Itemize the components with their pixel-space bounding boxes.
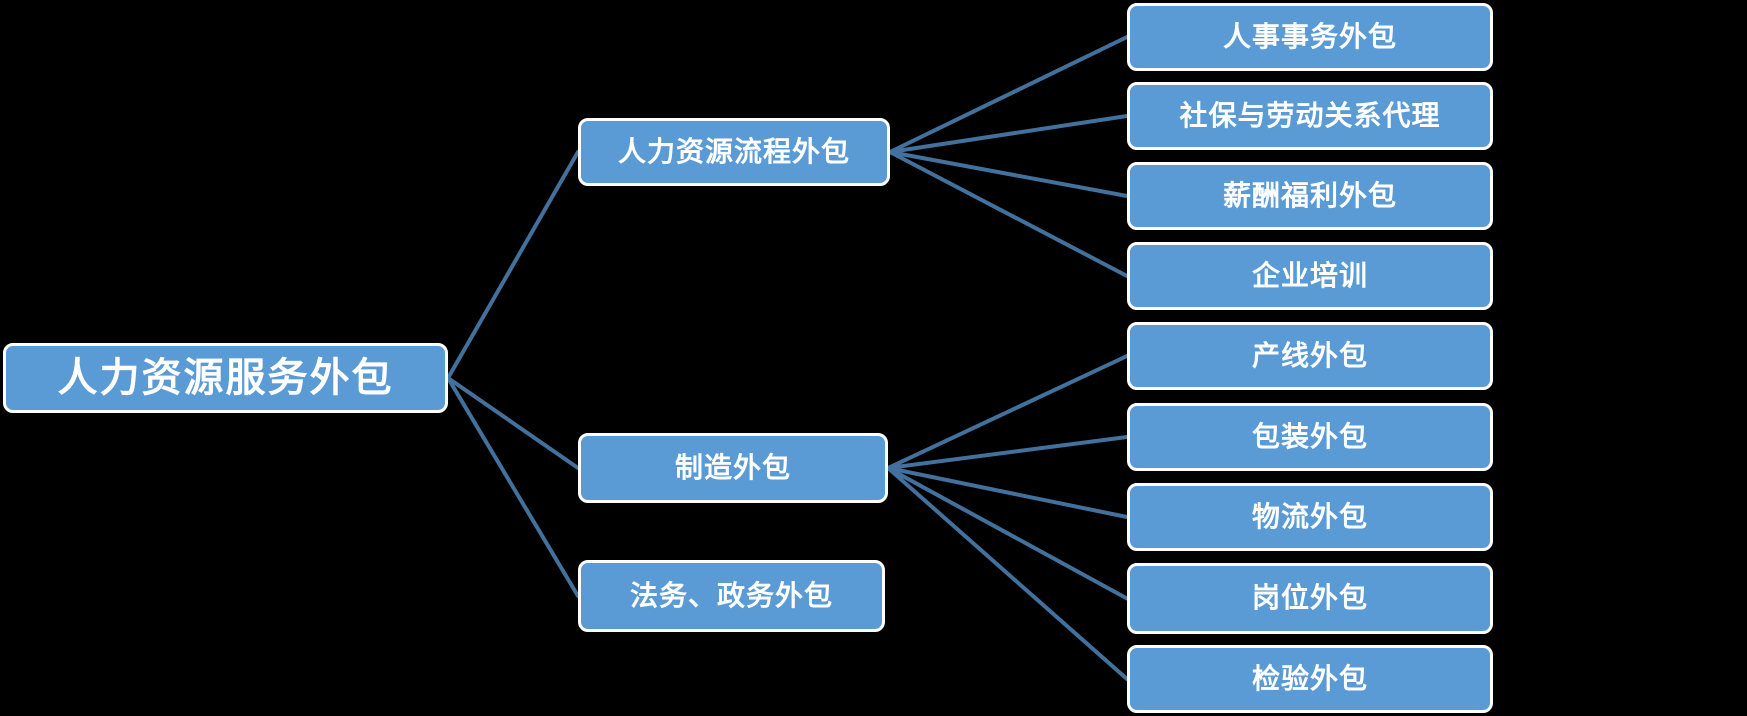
diagram-node-root: 人力资源服务外包 — [3, 343, 448, 413]
diagram-node-l2: 社保与劳动关系代理 — [1127, 82, 1493, 150]
diagram-node-label-m3: 法务、政务外包 — [629, 579, 833, 611]
diagram-node-l6: 包装外包 — [1127, 403, 1493, 471]
diagram-node-label-l9: 检验外包 — [1251, 662, 1368, 694]
connector-root-m2 — [446, 376, 580, 470]
diagram-node-label-l6: 包装外包 — [1251, 420, 1368, 452]
connector-m2-l5 — [886, 354, 1129, 470]
diagram-node-label-root: 人力资源服务外包 — [57, 356, 394, 400]
diagram-node-m2: 制造外包 — [578, 433, 888, 503]
diagram-node-label-l3: 薪酬福利外包 — [1222, 179, 1397, 211]
diagram-node-label-l2: 社保与劳动关系代理 — [1179, 99, 1441, 131]
diagram-node-l8: 岗位外包 — [1127, 563, 1493, 634]
connector-m2-l8 — [886, 466, 1129, 601]
connector-m1-l3 — [888, 150, 1129, 198]
diagram-node-label-m1: 人力资源流程外包 — [617, 135, 850, 167]
connector-m1-l2 — [888, 114, 1129, 154]
diagram-node-l1: 人事事务外包 — [1127, 3, 1493, 71]
connector-m1-l4 — [888, 150, 1129, 278]
diagram-node-label-l7: 物流外包 — [1251, 500, 1368, 532]
connector-root-m1 — [446, 150, 580, 380]
connector-m2-l7 — [886, 466, 1129, 519]
diagram-node-l9: 检验外包 — [1127, 645, 1493, 713]
diagram-node-label-l8: 岗位外包 — [1251, 582, 1368, 614]
connector-m2-l9 — [886, 466, 1129, 681]
diagram-node-label-l5: 产线外包 — [1251, 339, 1368, 371]
diagram-node-l5: 产线外包 — [1127, 322, 1493, 390]
diagram-node-label-l1: 人事事务外包 — [1222, 20, 1397, 52]
diagram-node-l4: 企业培训 — [1127, 242, 1493, 310]
diagram-node-m1: 人力资源流程外包 — [578, 118, 890, 186]
diagram-node-l3: 薪酬福利外包 — [1127, 162, 1493, 230]
diagram-node-label-m2: 制造外包 — [674, 451, 791, 483]
diagram-node-m3: 法务、政务外包 — [578, 560, 885, 632]
diagram-node-label-l4: 企业培训 — [1251, 259, 1368, 291]
connector-m2-l6 — [886, 435, 1129, 470]
diagram-node-l7: 物流外包 — [1127, 483, 1493, 551]
connector-m1-l1 — [888, 35, 1129, 154]
connector-root-m3 — [446, 376, 580, 598]
